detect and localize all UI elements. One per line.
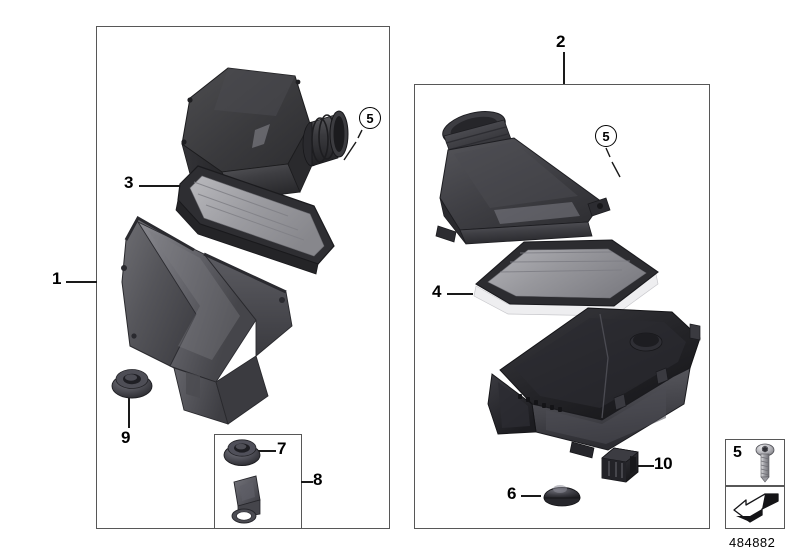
- leader-line-3: [139, 185, 181, 187]
- callout-label-1: 1: [52, 269, 62, 288]
- right-assembly-panel: [414, 84, 710, 529]
- leader-line-8: [301, 481, 313, 483]
- air-filter-element-left-art: [175, 165, 335, 275]
- legend-screw-number: 5: [733, 444, 742, 461]
- callout-label-6: 6: [507, 484, 517, 503]
- torx-screw-icon: [755, 443, 775, 483]
- leader-line-7: [258, 450, 276, 452]
- lower-housing-body-left-art: [121, 215, 293, 425]
- callout-label-10: 10: [654, 454, 673, 473]
- leader-line-5-right: [605, 147, 621, 178]
- bracket-clip-8-art: [231, 475, 261, 524]
- direction-arrow-icon: [733, 493, 779, 523]
- circle-callout-5-left: 5: [359, 107, 381, 129]
- retaining-clip-10-art: [601, 447, 639, 483]
- leader-line-6: [521, 495, 541, 497]
- leader-line-9: [128, 396, 130, 428]
- callout-label-3: 3: [124, 173, 134, 192]
- callout-label-4: 4: [432, 282, 442, 301]
- lower-airbox-right-art: [487, 307, 701, 459]
- legend-box-arrow: [725, 486, 785, 529]
- callout-label-9: 9: [121, 428, 131, 447]
- callout-label-8: 8: [313, 470, 323, 489]
- grommet-plug-6-art: [543, 485, 581, 507]
- circle-callout-5-right: 5: [595, 125, 617, 147]
- leader-line-4: [447, 293, 473, 295]
- leader-line-1: [66, 281, 97, 283]
- callout-label-2: 2: [556, 32, 566, 51]
- diagram-id-label: 484882: [729, 535, 776, 550]
- grommet-9-art: [111, 369, 153, 399]
- leader-line-10: [638, 465, 654, 467]
- legend-box-screw: [725, 439, 785, 486]
- grommet-7-art: [223, 439, 261, 466]
- leader-line-2: [563, 52, 565, 84]
- leader-line-5-left: [343, 129, 363, 161]
- air-filter-element-right-art: [473, 239, 659, 317]
- callout-label-7: 7: [277, 439, 287, 458]
- upper-cover-right-art: [435, 111, 611, 245]
